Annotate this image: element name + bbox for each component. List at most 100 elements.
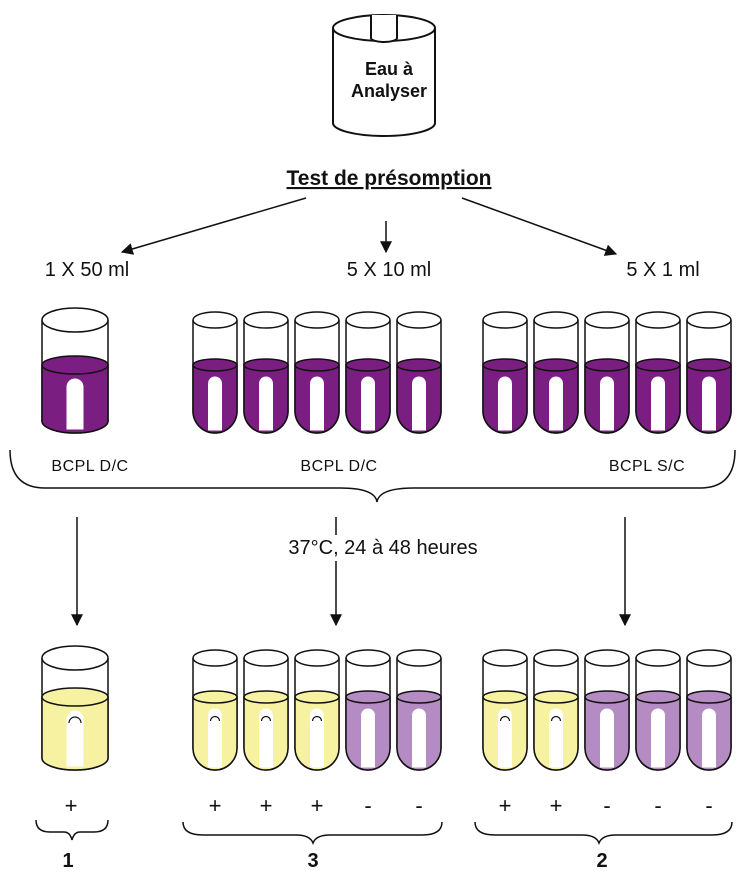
result-tube-right-3-meniscus xyxy=(584,690,630,704)
initial-tube-middle-5-meniscus xyxy=(396,358,442,372)
initial-tube-right-2-meniscus xyxy=(533,358,579,372)
result-tube-right-5-meniscus xyxy=(686,690,732,704)
result-tube-middle-3-meniscus xyxy=(294,690,340,704)
water-sample-bottle: Eau à Analyser xyxy=(332,14,436,137)
initial-tube-middle-5-durham-bell xyxy=(412,376,426,431)
initial-tube-left-rim xyxy=(41,307,109,333)
initial-tube-middle-3-rim xyxy=(294,311,340,329)
volume-label-left: 1 X 50 ml xyxy=(45,259,129,281)
result-tube-right-3-rim xyxy=(584,649,630,667)
initial-tube-right-2-durham-bell xyxy=(549,376,563,431)
result-sign-middle-1: + xyxy=(209,793,222,818)
result-tube-right-3-durham-bell xyxy=(600,708,614,768)
initial-tube-right-5 xyxy=(686,311,732,434)
result-tube-middle-1-rim xyxy=(192,649,238,667)
result-tube-left-meniscus xyxy=(41,687,109,707)
result-tube-middle-2 xyxy=(243,649,289,771)
positive-count-left: 1 xyxy=(62,850,73,872)
positive-count-right: 2 xyxy=(596,850,607,872)
result-tube-middle-1 xyxy=(192,649,238,771)
result-tube-right-2-rim xyxy=(533,649,579,667)
result-tube-middle-3-rim xyxy=(294,649,340,667)
initial-tube-middle-1-meniscus xyxy=(192,358,238,372)
result-tube-middle-3 xyxy=(294,649,340,771)
result-tube-left-gas-bubble xyxy=(68,716,82,724)
result-tube-middle-1-durham-bell xyxy=(208,708,222,768)
initial-tube-left xyxy=(41,307,109,434)
initial-tube-middle-3 xyxy=(294,311,340,434)
initial-tube-middle-5-rim xyxy=(396,311,442,329)
initial-tube-middle-1-rim xyxy=(192,311,238,329)
initial-tube-middle-4-meniscus xyxy=(345,358,391,372)
result-tube-middle-2-rim xyxy=(243,649,289,667)
result-sign-right-2: + xyxy=(550,793,563,818)
result-tube-middle-3-durham-bell xyxy=(310,708,324,768)
result-sign-middle-5: - xyxy=(415,793,422,818)
brace-middle xyxy=(182,821,443,846)
result-tube-middle-3-gas-bubble xyxy=(311,715,323,722)
initial-tube-right-3 xyxy=(584,311,630,434)
result-tube-middle-1-meniscus xyxy=(192,690,238,704)
result-tube-left-rim xyxy=(41,645,109,671)
result-tube-right-5 xyxy=(686,649,732,771)
result-tube-middle-5-durham-bell xyxy=(412,708,426,768)
result-tube-right-1-meniscus xyxy=(482,690,528,704)
result-sign-left: + xyxy=(65,793,78,818)
result-tube-right-1 xyxy=(482,649,528,771)
result-tube-middle-1-gas-bubble xyxy=(209,715,221,722)
initial-tube-middle-1-durham-bell xyxy=(208,376,222,431)
initial-tube-middle-1 xyxy=(192,311,238,434)
result-tube-right-2-gas-bubble xyxy=(550,715,562,722)
positive-count-middle: 3 xyxy=(307,850,318,872)
result-sign-right-5: - xyxy=(705,793,712,818)
initial-tube-right-3-rim xyxy=(584,311,630,329)
result-sign-right-3: - xyxy=(603,793,610,818)
medium-label-middle: BCPL D/C xyxy=(300,458,377,475)
result-tube-middle-2-gas-bubble xyxy=(260,715,272,722)
result-tube-right-4-rim xyxy=(635,649,681,667)
initial-tube-right-2 xyxy=(533,311,579,434)
result-tube-left-durham-bell xyxy=(66,710,84,767)
medium-label-left: BCPL D/C xyxy=(51,458,128,475)
initial-tube-right-5-durham-bell xyxy=(702,376,716,431)
result-tube-right-5-rim xyxy=(686,649,732,667)
result-tube-middle-5-meniscus xyxy=(396,690,442,704)
result-tube-right-1-rim xyxy=(482,649,528,667)
initial-tube-right-2-rim xyxy=(533,311,579,329)
result-tube-right-1-durham-bell xyxy=(498,708,512,768)
bottle-label-line1: Eau à xyxy=(365,59,414,79)
result-tube-right-2 xyxy=(533,649,579,771)
arrow-to-right-group xyxy=(461,197,618,256)
bottle-label-line2: Analyser xyxy=(351,81,427,101)
initial-tube-middle-2-durham-bell xyxy=(259,376,273,431)
result-tube-middle-2-durham-bell xyxy=(259,708,273,768)
test-title: Test de présomption xyxy=(287,167,492,190)
result-tubes xyxy=(41,645,732,771)
initial-tube-middle-4-durham-bell xyxy=(361,376,375,431)
result-sign-middle-2: + xyxy=(260,793,273,818)
initial-tubes xyxy=(41,307,732,434)
initial-tube-right-3-meniscus xyxy=(584,358,630,372)
initial-tube-left-durham-bell xyxy=(66,378,84,430)
result-tube-right-4 xyxy=(635,649,681,771)
result-signs: ++++--++--- xyxy=(65,793,713,818)
group-brace xyxy=(9,449,736,503)
result-sign-right-4: - xyxy=(654,793,661,818)
initial-tube-middle-3-durham-bell xyxy=(310,376,324,431)
initial-tube-right-4-durham-bell xyxy=(651,376,665,431)
result-tube-middle-4 xyxy=(345,649,391,771)
volume-label-right: 5 X 1 ml xyxy=(626,259,699,281)
initial-tube-middle-2-meniscus xyxy=(243,358,289,372)
volume-label-middle: 5 X 10 ml xyxy=(347,259,431,281)
result-tube-middle-5 xyxy=(396,649,442,771)
initial-tube-right-1-rim xyxy=(482,311,528,329)
arrow-to-left-group xyxy=(120,197,307,255)
initial-tube-right-1-meniscus xyxy=(482,358,528,372)
initial-tube-right-4-meniscus xyxy=(635,358,681,372)
initial-tube-middle-4 xyxy=(345,311,391,434)
initial-tube-right-5-meniscus xyxy=(686,358,732,372)
result-tube-right-5-durham-bell xyxy=(702,708,716,768)
bottle-body xyxy=(332,28,436,137)
initial-tube-right-1-durham-bell xyxy=(498,376,512,431)
